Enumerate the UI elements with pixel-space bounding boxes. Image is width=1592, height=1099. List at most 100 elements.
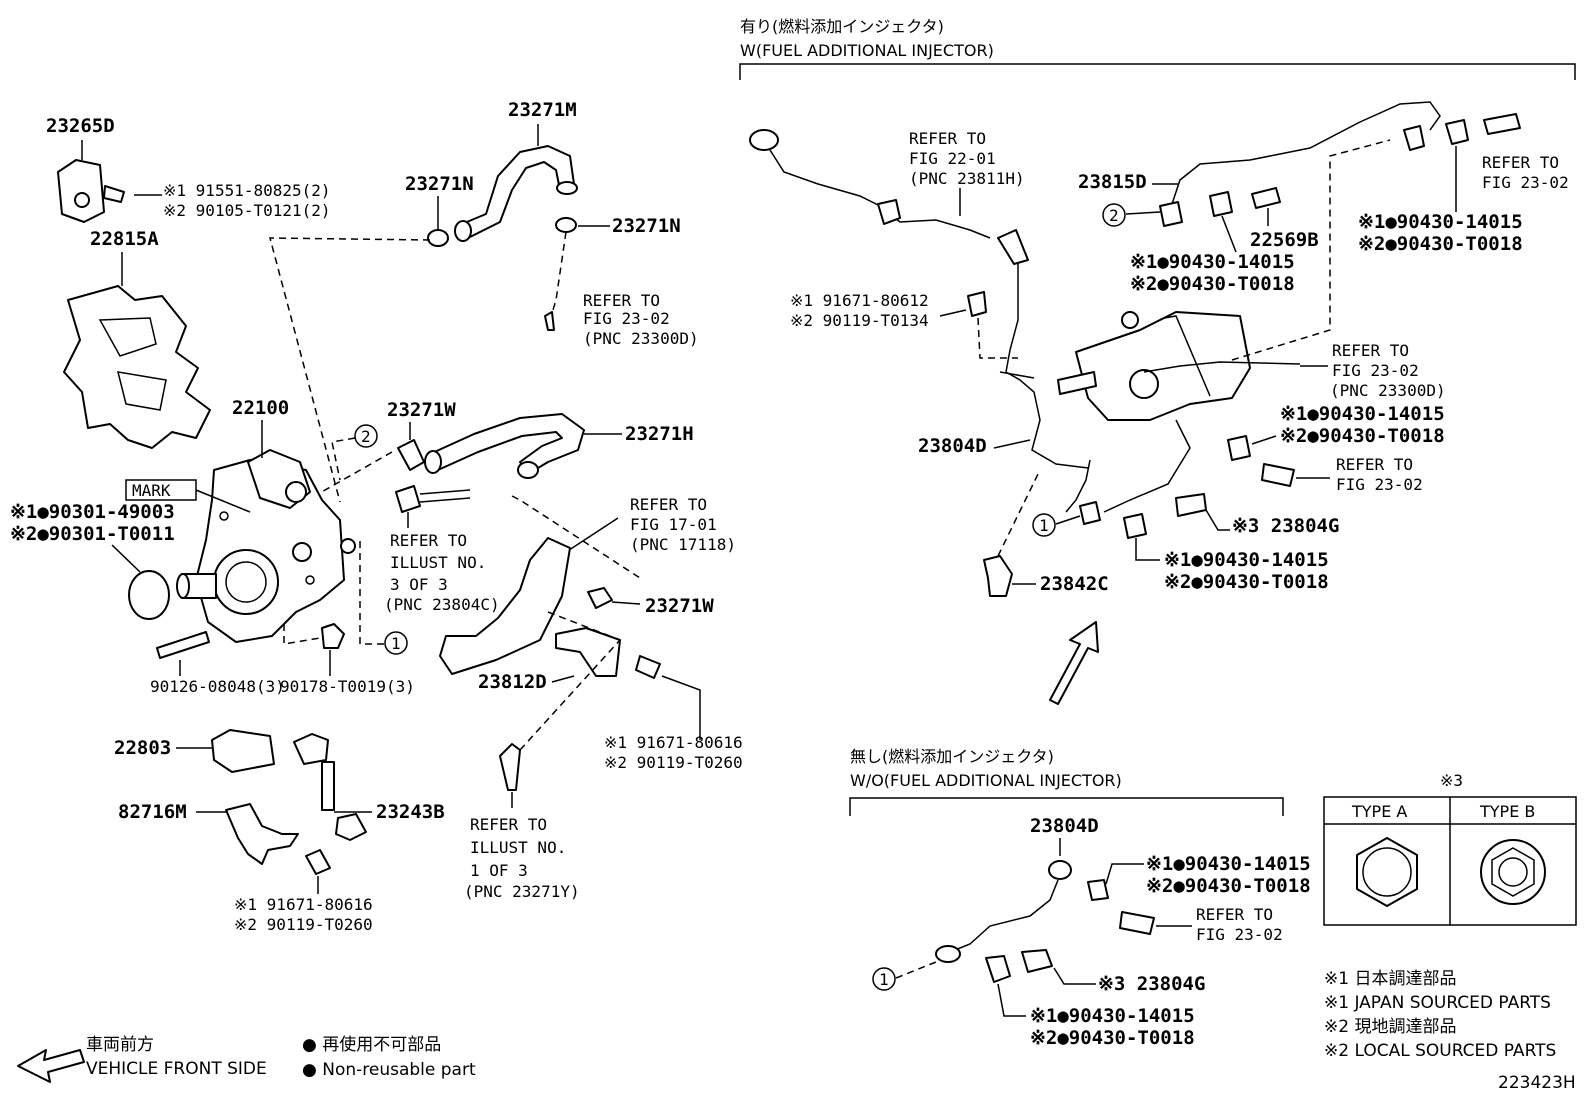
label-refer-fig23-02-a-line2: FIG 23-02: [583, 309, 670, 328]
callout-2-left: [354, 424, 378, 448]
o-ring-90301: [128, 570, 170, 620]
label-23815D: 23815D: [1078, 171, 1147, 193]
gasket-wo-lower: [985, 955, 1011, 983]
label-90301-T0011: ※2●90301-T0011: [10, 523, 175, 545]
callout-2-left-text: 2: [361, 427, 371, 446]
label-23271N-lower: 23271N: [612, 215, 681, 237]
type-a-label: TYPE A: [1351, 802, 1407, 821]
gasket-top-right: [1445, 119, 1469, 145]
label-90301-49003: ※1●90301-49003: [10, 501, 175, 523]
label-refer-fig17-01-line2: FIG 17-01: [630, 515, 717, 534]
pump-22100: [176, 449, 356, 643]
label-23243B: 23243B: [376, 801, 445, 823]
label-90119-T0134: ※2 90119-T0134: [790, 311, 929, 330]
label-mark: MARK: [132, 481, 171, 500]
label-91551-80825: ※1 91551-80825(2): [163, 181, 331, 200]
bracket-with-injector: [739, 63, 1576, 80]
label-refer-illust1-line4: (PNC 23271Y): [464, 882, 580, 901]
label-refer-fig23-02-a-line1: REFER TO: [583, 291, 660, 310]
legend-japan-sourced-en: ※1 JAPAN SOURCED PARTS: [1324, 993, 1551, 1013]
injector-filter-unit: [1057, 311, 1301, 421]
label-90430-14015-e: ※1●90430-14015: [1146, 853, 1311, 875]
label-refer-fig23-02-b-line1: REFER TO: [1482, 153, 1559, 172]
label-90105-T0121: ※2 90105-T0121(2): [163, 201, 331, 220]
label-refer-fig22-01-line1: REFER TO: [909, 129, 986, 148]
type-b-label: TYPE B: [1479, 802, 1535, 821]
type-table-note: ※3: [1440, 771, 1463, 790]
callout-1-lower-text: 1: [879, 970, 889, 989]
label-90430-T0018-d: ※2●90430-T0018: [1164, 571, 1329, 593]
label-23804G-lower: ※3 23804G: [1098, 973, 1205, 995]
nut-90178: [321, 623, 345, 649]
clamp-23271W-lower: [587, 587, 613, 609]
gasket-mid: [1227, 435, 1251, 461]
label-refer-fig23-02-a-line3: (PNC 23300D): [583, 329, 699, 348]
label-90178-T0019: 90178-T0019(3): [280, 677, 415, 696]
label-23804D-lower: 23804D: [1030, 815, 1099, 837]
label-refer-fig17-01-line3: (PNC 17118): [630, 535, 736, 554]
label-refer-illust3-line2: ILLUST NO.: [390, 553, 486, 572]
clamp-23842C: [983, 555, 1013, 597]
label-refer-fig23-02-e-line2: FIG 23-02: [1196, 925, 1283, 944]
label-91671-80616-lower: ※1 91671-80616: [234, 895, 373, 914]
header-without-injector-jp: 無し(燃料添加インジェクタ): [850, 747, 1054, 766]
bracket-82716M: [225, 803, 299, 865]
label-refer-illust3-line4: (PNC 23804C): [384, 595, 500, 614]
type-table: ※3 TYPE A TYPE B: [1323, 771, 1577, 926]
label-23842C: 23842C: [1040, 573, 1109, 595]
plug-22803: [211, 729, 275, 773]
label-23271H: 23271H: [625, 423, 694, 445]
label-refer-illust3-line3: 3 OF 3: [390, 575, 448, 594]
label-90430-T0018-f: ※2●90430-T0018: [1030, 1027, 1195, 1049]
legend-nonreusable-jp: ● 再使用不可部品: [302, 1034, 441, 1055]
label-90430-T0018-b: ※2●90430-T0018: [1358, 233, 1523, 255]
label-90430-14015-b: ※1●90430-14015: [1358, 211, 1523, 233]
bolt-top-right: [1483, 113, 1521, 135]
bolt-23804G-lower: [1021, 949, 1053, 973]
bolt-91671-right: [635, 655, 661, 679]
label-90430-14015-c: ※1●90430-14015: [1280, 403, 1445, 425]
label-refer-illust3-line1: REFER TO: [390, 531, 467, 550]
bracket-23812D: [439, 537, 621, 677]
label-23271W-lower: 23271W: [645, 595, 714, 617]
label-23271W-upper: 23271W: [387, 399, 456, 421]
figure-id: 223423H: [1498, 1073, 1576, 1093]
legend-japan-sourced-jp: ※1 日本調達部品: [1324, 969, 1456, 989]
label-23271N-upper: 23271N: [405, 173, 474, 195]
label-refer-fig22-01-line3: (PNC 23811H): [909, 169, 1025, 188]
label-90430-T0018-c: ※2●90430-T0018: [1280, 425, 1445, 447]
stud-90126: [156, 631, 210, 659]
pipe-stub-illust3: [395, 485, 471, 513]
bolt-23804G-upper: [1175, 493, 1207, 517]
header-with-injector-jp: 有り(燃料添加インジェクタ): [740, 17, 944, 36]
bolt-head-type-b: [1480, 839, 1546, 905]
label-23265D: 23265D: [46, 115, 115, 137]
callout-1-left: [384, 631, 408, 655]
gasket-lower-right: [1123, 513, 1147, 539]
sensor-23243B: [293, 733, 367, 841]
bolt-22569B: [1251, 187, 1281, 209]
gasket-upper: [1209, 191, 1233, 217]
front-side-arrow-icon: [17, 1049, 85, 1083]
callout-2-right-text: 2: [1109, 206, 1119, 225]
bolt-head-type-a: [1356, 837, 1418, 907]
label-23804G-upper: ※3 23804G: [1232, 515, 1339, 537]
label-23812D: 23812D: [478, 671, 547, 693]
callout-1-right-text: 1: [1039, 516, 1049, 535]
label-90430-14015-d: ※1●90430-14015: [1164, 549, 1329, 571]
label-22803: 22803: [114, 737, 171, 759]
label-91671-80612: ※1 91671-80612: [790, 291, 929, 310]
label-90126-08048: 90126-08048(3): [150, 677, 285, 696]
callout-1-lower: [872, 967, 896, 991]
clamp-23271N-upper: [427, 229, 449, 247]
pipe-23811H: [749, 129, 991, 239]
label-90430-14015-f: ※1●90430-14015: [1030, 1005, 1195, 1027]
label-refer-illust1-line1: REFER TO: [470, 815, 547, 834]
label-refer-illust1-line3: 1 OF 3: [470, 861, 528, 880]
label-refer-fig17-01-line1: REFER TO: [630, 495, 707, 514]
bolt-91671-80612: [967, 291, 987, 317]
callout-1-right: [1032, 513, 1056, 537]
legend-local-sourced-jp: ※2 現地調達部品: [1324, 1017, 1456, 1037]
pipe-stub-illust1: [499, 743, 521, 791]
